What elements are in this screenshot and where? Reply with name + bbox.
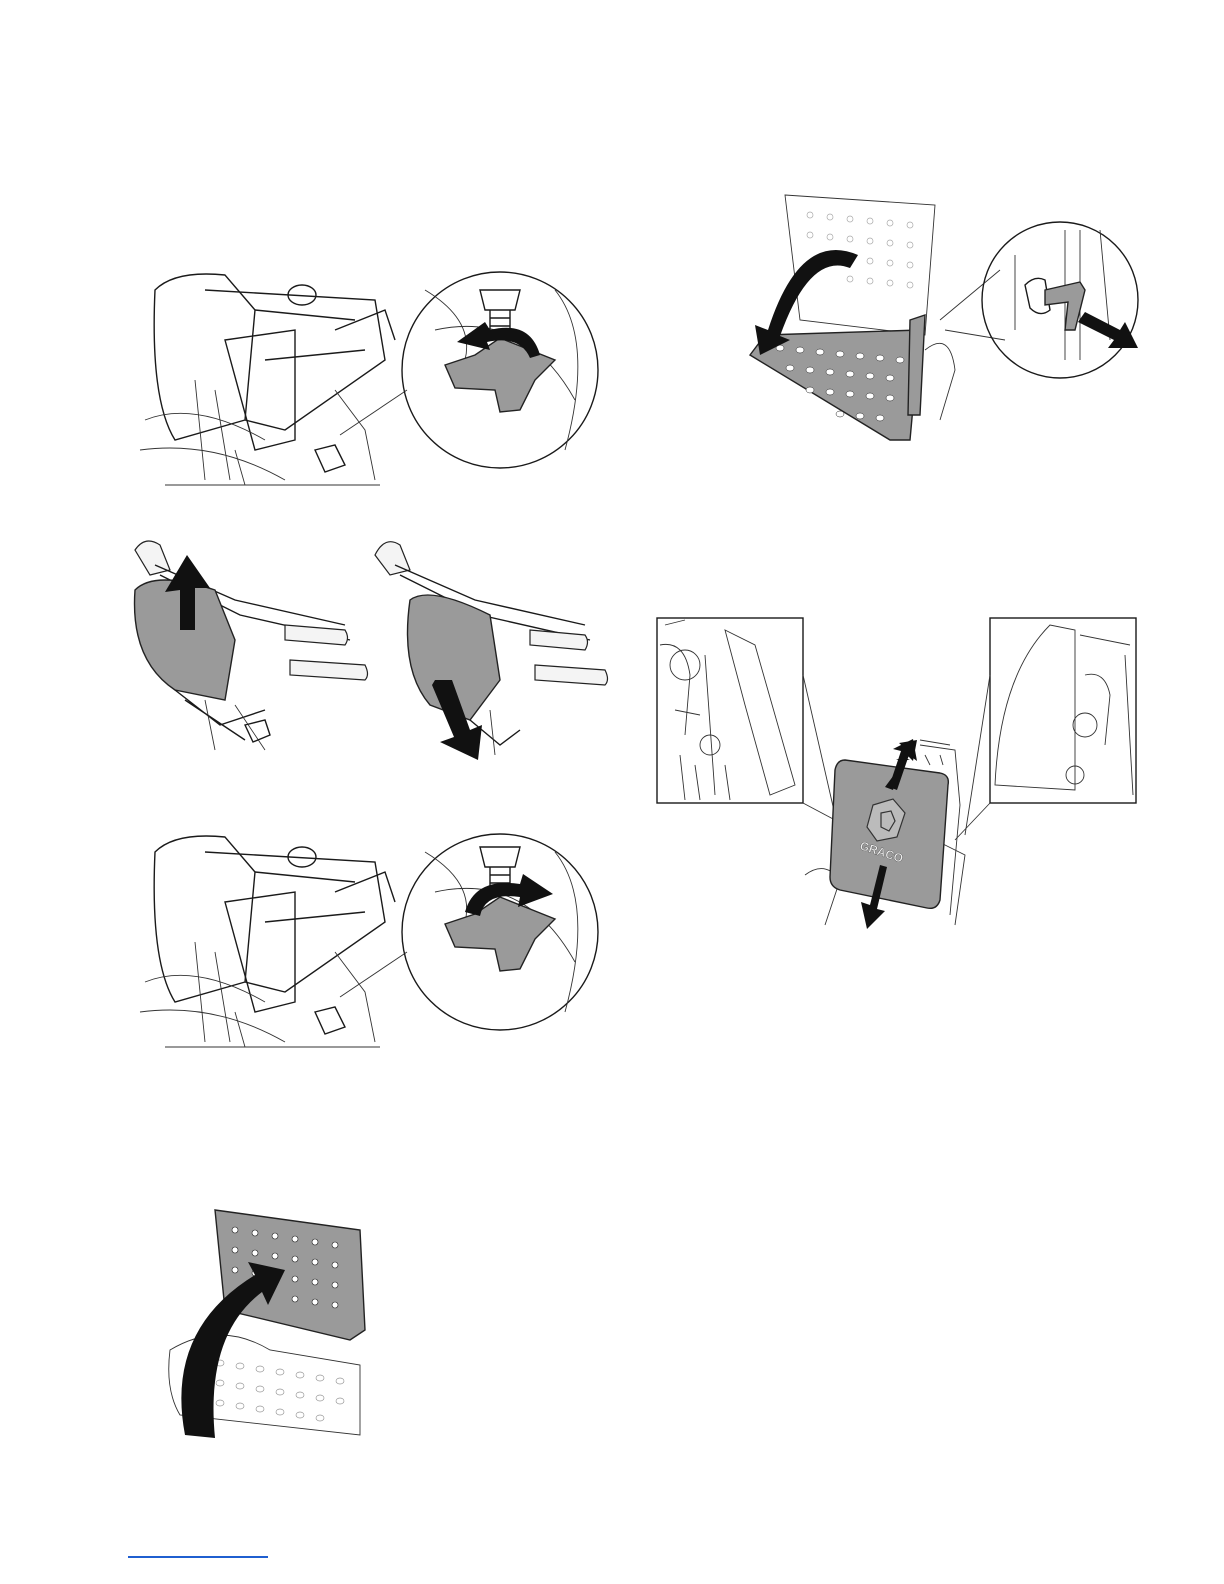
knob-icon [445, 338, 555, 412]
figure-knob-tighten [135, 812, 605, 1052]
figure-knob-loosen [135, 250, 605, 490]
knob-icon [445, 897, 555, 971]
figure-platform-fold-down [740, 190, 1140, 450]
figure-platform-fold-up [160, 1200, 390, 1445]
figure-handle-lower [370, 530, 620, 765]
figure-cover-remove: GRACO [655, 615, 1140, 935]
footer-link-rule [128, 1556, 268, 1558]
figure-handle-raise [125, 530, 375, 760]
